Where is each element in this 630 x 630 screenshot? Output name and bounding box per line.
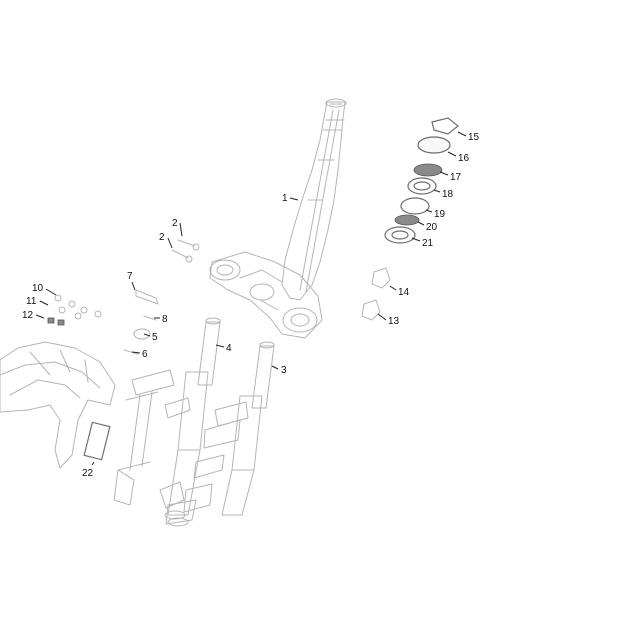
- callout-8: 8: [162, 314, 168, 325]
- callout-17: 17: [450, 172, 462, 183]
- callout-2a: 2: [172, 218, 178, 229]
- callout-20: 20: [426, 222, 438, 233]
- clamps-13-14: [361, 267, 391, 321]
- callout-6: 6: [142, 349, 148, 360]
- callout-12: 12: [22, 310, 34, 321]
- callout-21: 21: [422, 238, 434, 249]
- steering-stem: [281, 98, 347, 301]
- callout-2b: 2: [159, 232, 165, 243]
- callout-4: 4: [226, 343, 232, 354]
- callout-14: 14: [398, 287, 410, 298]
- callout-22: 22: [82, 468, 94, 479]
- callout-13: 13: [388, 316, 400, 327]
- callout-18: 18: [442, 189, 454, 200]
- bolts-10-12: [47, 294, 102, 326]
- callout-16: 16: [458, 153, 470, 164]
- bolts-2: [171, 239, 200, 263]
- screw-6: [123, 349, 139, 355]
- bracket-7: [135, 289, 159, 305]
- triple-clamp: [209, 251, 323, 339]
- front-fender: [0, 341, 116, 469]
- reflector: [83, 421, 111, 461]
- clip-5: [133, 328, 151, 340]
- callout-1: 1: [282, 193, 288, 204]
- callout-3: 3: [281, 365, 287, 376]
- callout-10: 10: [32, 283, 44, 294]
- fork-leg-left: [113, 317, 221, 520]
- leader-lines: [35, 131, 467, 466]
- callout-labels: 1 2 2 3 4 5 6 7 8 10 11 12 13 14 15 16 1…: [22, 132, 480, 479]
- callout-11: 11: [26, 296, 37, 307]
- callout-5: 5: [152, 332, 158, 343]
- bolt-8: [143, 315, 157, 321]
- callout-7: 7: [127, 271, 133, 282]
- callout-19: 19: [434, 209, 446, 220]
- bearing-stack: [384, 117, 459, 244]
- callout-15: 15: [468, 132, 480, 143]
- fork-leg-right: [165, 341, 275, 527]
